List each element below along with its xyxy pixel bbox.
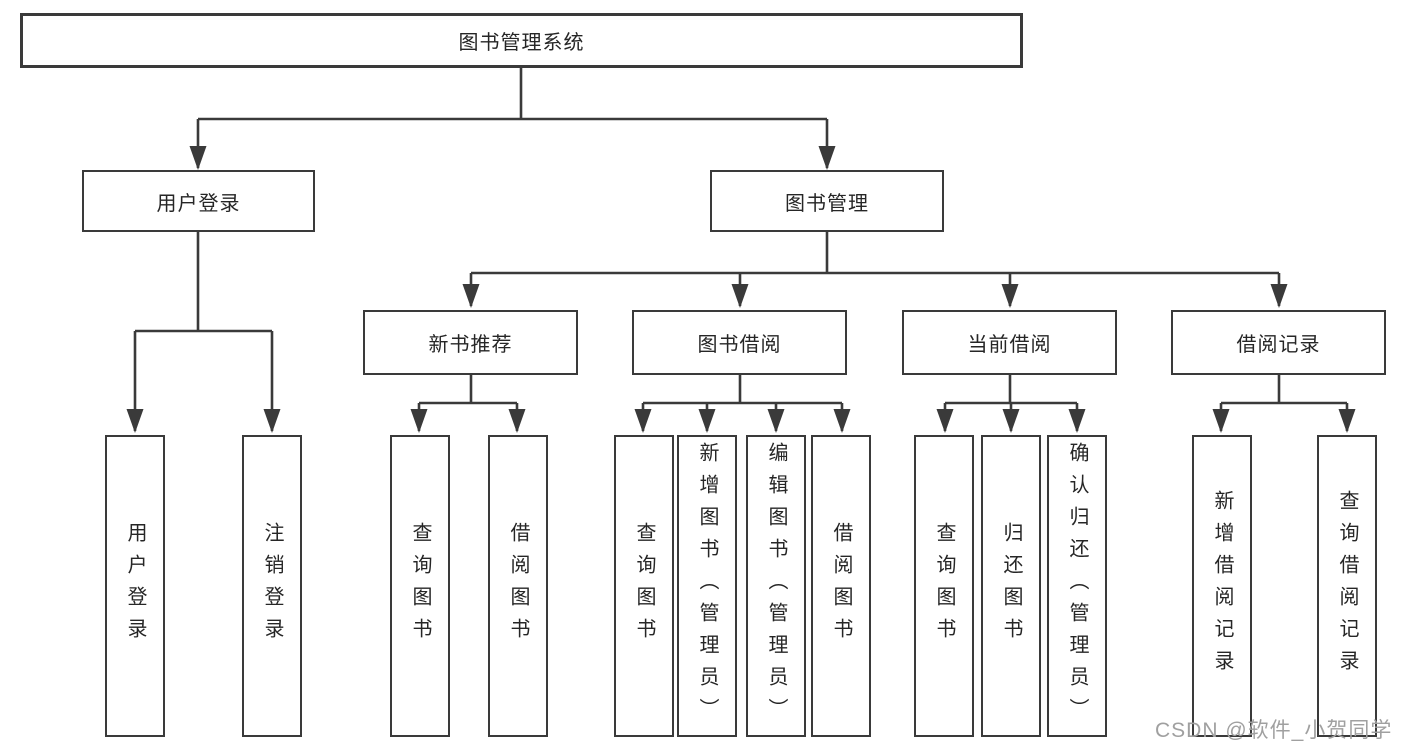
leaf-return-book: 归还图书 [981, 435, 1041, 737]
leaf-logout-label: 注销登录 [261, 522, 283, 650]
leaf-add-book-admin-label: 新增图书（管理员） [696, 442, 718, 730]
leaf-user-login: 用户登录 [105, 435, 165, 737]
node-current-borrow: 当前借阅 [902, 310, 1117, 375]
leaf-logout: 注销登录 [242, 435, 302, 737]
node-current-borrow-label: 当前借阅 [967, 334, 1052, 356]
node-book-borrow: 图书借阅 [632, 310, 847, 375]
node-root: 图书管理系统 [20, 13, 1023, 68]
node-user-login: 用户登录 [82, 170, 315, 232]
node-new-book-recommend-label: 新书推荐 [428, 334, 513, 356]
node-root-label: 图书管理系统 [458, 32, 585, 54]
csdn-watermark: CSDN @软件_小贺同学 [1155, 719, 1393, 742]
leaf-query-books-1-label: 查询图书 [409, 522, 431, 650]
leaf-query-borrow-record-label: 查询借阅记录 [1336, 490, 1358, 682]
leaf-confirm-return-admin: 确认归还（管理员） [1047, 435, 1107, 737]
leaf-query-books-2-label: 查询图书 [633, 522, 655, 650]
leaf-edit-book-admin-label: 编辑图书（管理员） [765, 442, 787, 730]
node-borrow-records-label: 借阅记录 [1236, 334, 1321, 356]
leaf-return-book-label: 归还图书 [1000, 522, 1022, 650]
leaf-query-books-3-label: 查询图书 [933, 522, 955, 650]
node-book-borrow-label: 图书借阅 [697, 334, 782, 356]
leaf-borrow-books-2: 借阅图书 [811, 435, 871, 737]
leaf-edit-book-admin: 编辑图书（管理员） [746, 435, 806, 737]
node-user-login-label: 用户登录 [156, 192, 241, 215]
node-borrow-records: 借阅记录 [1171, 310, 1386, 375]
leaf-query-borrow-record: 查询借阅记录 [1317, 435, 1377, 737]
leaf-borrow-books-1: 借阅图书 [488, 435, 548, 737]
leaf-add-book-admin: 新增图书（管理员） [677, 435, 737, 737]
leaf-query-books-2: 查询图书 [614, 435, 674, 737]
leaf-query-books-1: 查询图书 [390, 435, 450, 737]
leaf-query-books-3: 查询图书 [914, 435, 974, 737]
leaf-borrow-books-2-label: 借阅图书 [830, 522, 852, 650]
node-new-book-recommend: 新书推荐 [363, 310, 578, 375]
leaf-user-login-label: 用户登录 [124, 522, 146, 650]
leaf-borrow-books-1-label: 借阅图书 [507, 522, 529, 650]
node-book-management: 图书管理 [710, 170, 944, 232]
connector-rails [135, 68, 1347, 405]
leaf-add-borrow-record: 新增借阅记录 [1192, 435, 1252, 737]
leaf-add-borrow-record-label: 新增借阅记录 [1211, 490, 1233, 682]
node-book-management-label: 图书管理 [785, 192, 869, 215]
leaf-confirm-return-admin-label: 确认归还（管理员） [1066, 442, 1088, 730]
